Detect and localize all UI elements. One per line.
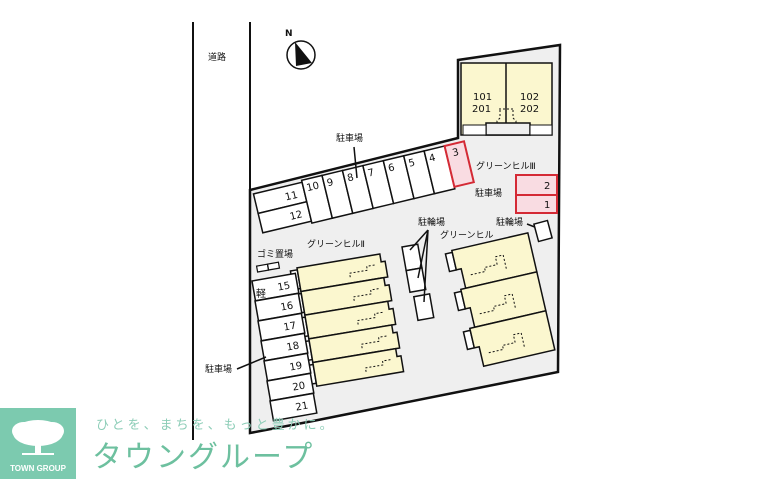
unit [468, 309, 556, 368]
stall-number: 12 [289, 209, 304, 223]
parking-label-left: 駐車場 [205, 363, 232, 375]
stall-number: 18 [286, 341, 300, 354]
stall-number: 2 [544, 181, 550, 192]
stall-number: 15 [277, 281, 291, 294]
stall-number: 17 [283, 321, 297, 334]
parking-stall-21: 21 [269, 392, 318, 422]
parking-label-right: 駐車場 [475, 187, 502, 199]
bike-parking-label-right: 駐輪場 [496, 216, 523, 228]
building-1-name: グリーンヒル [440, 229, 494, 241]
building-3-name: グリーンヒルⅢ [476, 160, 536, 172]
room-101: 101 [473, 92, 492, 103]
stall-number: 8 [346, 172, 355, 184]
bike-parking-center [401, 243, 435, 322]
parking-stall-20: 20 [266, 372, 315, 402]
stall-number: 4 [428, 153, 437, 165]
parking-stall-3: 3 [443, 140, 476, 189]
building-green-hill-2 [289, 253, 405, 388]
stall-number: 10 [305, 181, 320, 195]
tree-icon [12, 420, 64, 455]
brand-name: タウングループ [92, 440, 315, 475]
stall-number: 5 [408, 158, 417, 170]
stall-number: 11 [284, 190, 299, 204]
road-label: 道路 [208, 51, 226, 63]
stall-number: 20 [292, 381, 306, 394]
parking-left-column: 15 16 17 18 19 20 21 軽 [251, 272, 318, 422]
stall-number: 19 [289, 361, 303, 374]
room-202: 202 [520, 104, 539, 115]
parking-stall-1 [515, 194, 558, 214]
stall-number: 6 [387, 162, 396, 174]
north-compass-icon: N [285, 29, 316, 70]
parking-label-top: 駐車場 [336, 132, 363, 144]
stall-number: 7 [367, 167, 376, 179]
trash-area [255, 261, 281, 273]
parking-stall-16: 16 [254, 292, 303, 322]
stall-number: 16 [280, 301, 294, 314]
bike-parking-right [532, 219, 554, 243]
trash-area-label: ゴミ置場 [257, 248, 293, 260]
parking-stall-15: 15 [251, 272, 300, 302]
stall-number: 3 [451, 147, 460, 159]
unit [311, 347, 405, 388]
parking-stall-19: 19 [263, 352, 312, 382]
stall-number: 21 [295, 401, 309, 414]
building-2-name: グリーンヒルⅡ [307, 238, 365, 250]
kei-label: 軽 [256, 288, 266, 300]
parking-right: 2 1 [515, 174, 558, 214]
stall-number: 1 [544, 200, 550, 211]
parking-stall-18: 18 [260, 332, 309, 362]
logo-text: TOWN GROUP [10, 464, 66, 473]
room-102: 102 [520, 92, 539, 103]
building-green-hill-1 [444, 231, 556, 368]
brand-slogan: ひとを、まちを、もっと豊かに。 [96, 418, 336, 433]
room-201: 201 [472, 104, 491, 115]
town-group-logo: TOWN GROUP [0, 408, 76, 479]
bike-parking-label-center: 駐輪場 [418, 216, 445, 228]
parking-stall-2 [515, 174, 558, 196]
building-green-hill-3: 101 201 102 202 [460, 62, 553, 136]
parking-stall-17: 17 [257, 312, 306, 342]
stall-number: 9 [326, 177, 335, 189]
north-label: N [285, 29, 293, 39]
